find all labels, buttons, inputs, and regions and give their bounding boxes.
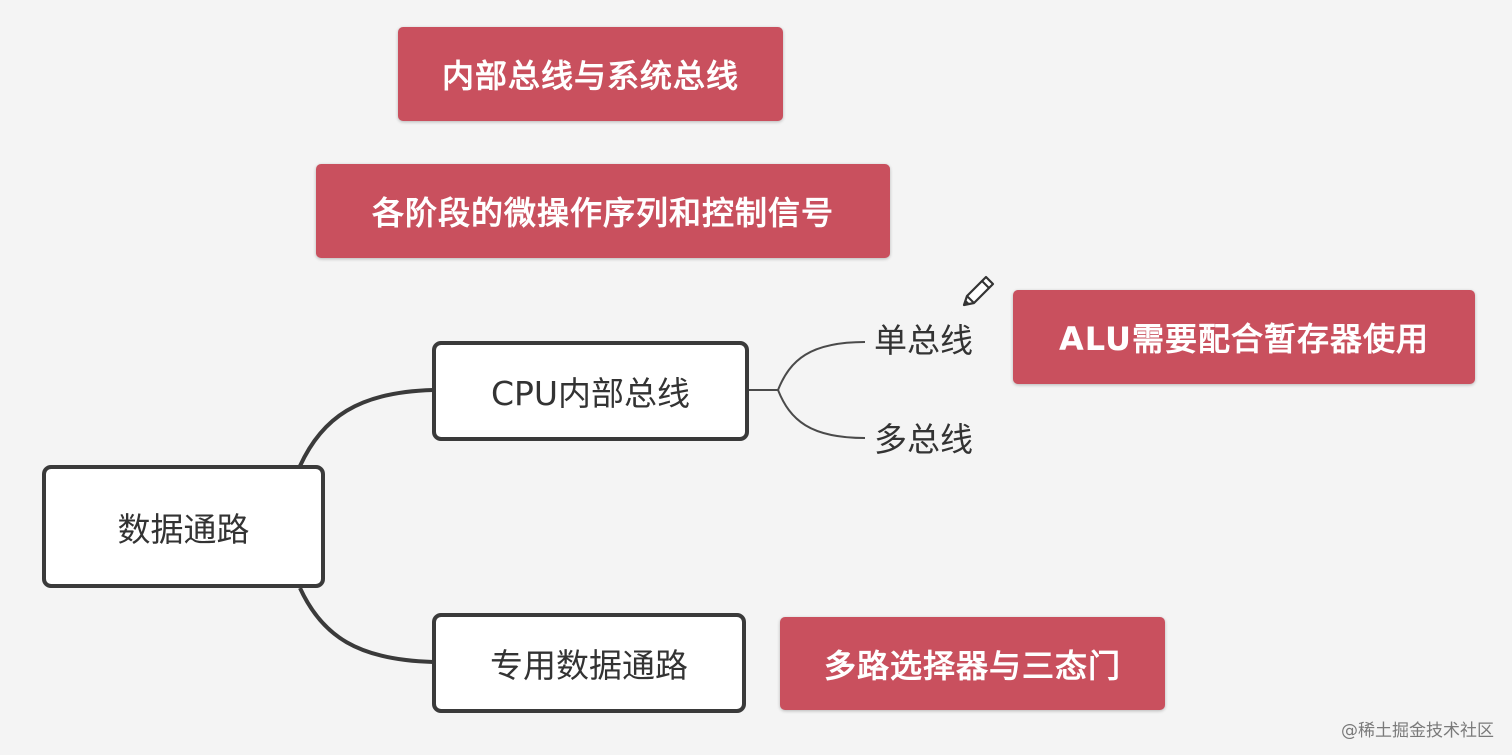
root-node[interactable]: 数据通路 — [42, 465, 325, 588]
pencil-icon[interactable] — [958, 272, 998, 312]
connector-to-multi-bus — [777, 389, 866, 439]
multi-bus-node[interactable]: 多总线 — [874, 423, 973, 456]
note-internal-vs-system-bus-text: 内部总线与系统总线 — [441, 57, 739, 95]
multi-bus-label: 多总线 — [874, 420, 973, 459]
note-alu-temp-register-text: ALU需要配合暂存器使用 — [1058, 320, 1429, 358]
single-bus-label: 单总线 — [874, 321, 973, 360]
connector-root-to-dedicated-path — [298, 587, 434, 664]
cpu-internal-bus-label: CPU内部总线 — [490, 374, 691, 413]
connector-to-single-bus — [777, 341, 866, 391]
note-mux-tristate-text: 多路选择器与三态门 — [823, 646, 1121, 685]
note-alu-temp-register: ALU需要配合暂存器使用 — [1013, 290, 1475, 384]
note-micro-ops-control-signals-text: 各阶段的微操作序列和控制信号 — [371, 194, 834, 232]
single-bus-node[interactable]: 单总线 — [874, 324, 973, 357]
dedicated-data-path-node[interactable]: 专用数据通路 — [432, 613, 746, 713]
watermark: @稀土掘金技术社区 — [1341, 721, 1494, 741]
note-internal-vs-system-bus: 内部总线与系统总线 — [398, 27, 783, 121]
dedicated-data-path-label: 专用数据通路 — [490, 646, 688, 685]
note-mux-tristate: 多路选择器与三态门 — [780, 617, 1165, 710]
root-node-label: 数据通路 — [117, 509, 250, 549]
cpu-internal-bus-node[interactable]: CPU内部总线 — [432, 341, 749, 441]
connector-root-to-cpu-bus — [298, 388, 434, 467]
note-micro-ops-control-signals: 各阶段的微操作序列和控制信号 — [316, 164, 890, 258]
